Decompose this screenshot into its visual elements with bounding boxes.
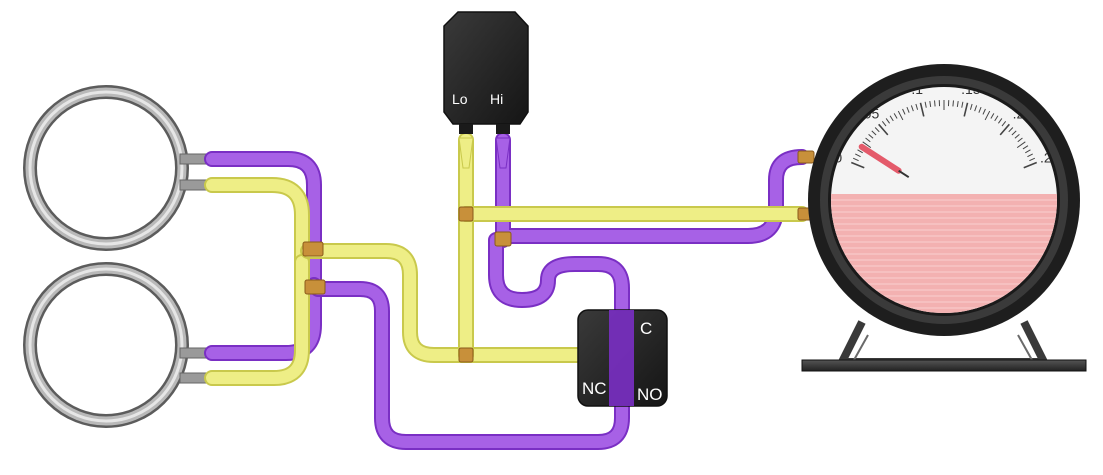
purple-tube	[490, 234, 628, 318]
tee-fitting-icon	[494, 231, 512, 247]
tee-fitting-icon	[302, 241, 324, 257]
tee-fitting-icon	[458, 206, 474, 222]
needle-tip	[858, 143, 902, 174]
tee-fitting-icon	[304, 279, 326, 295]
fittings	[302, 150, 815, 363]
dial-tick	[1008, 127, 1014, 133]
tubing	[204, 132, 810, 450]
port-label-high: Hi	[490, 91, 503, 107]
needle-stem	[898, 169, 910, 179]
port-label-low: Lo	[452, 91, 468, 107]
dial-tick	[984, 110, 991, 121]
dial-tick	[974, 105, 978, 112]
differential-pressure-gauge: 0.05.1.15.2.25	[801, 64, 1087, 372]
dial-tick	[997, 118, 1003, 124]
dial-tick	[902, 108, 906, 115]
dial-tick	[919, 102, 925, 117]
port-label-nc: NC	[582, 379, 607, 398]
dial-tick	[906, 106, 910, 113]
tee-fitting-icon	[797, 150, 815, 164]
dial-tick	[1027, 153, 1033, 158]
dial-tick	[874, 127, 880, 133]
dial-tick	[871, 130, 877, 136]
dial-tick	[915, 103, 919, 110]
dial-tick	[924, 101, 927, 108]
yellow-tube	[206, 179, 308, 268]
dial-tick	[978, 106, 982, 113]
fluid-texture	[831, 199, 1057, 309]
dial-tick	[878, 123, 889, 136]
purple-tube	[206, 153, 320, 291]
dial-tick	[1011, 130, 1017, 136]
dial-tick	[889, 115, 894, 122]
flow-ring-bottom	[23, 262, 217, 428]
tee-fitting-icon	[458, 347, 474, 363]
dial-tick	[990, 113, 995, 119]
dial-tick	[994, 115, 999, 122]
gauge-needle	[858, 143, 910, 179]
port-label-no: NO	[637, 385, 663, 404]
yellow-tube	[206, 256, 308, 384]
purple-tube	[312, 283, 628, 448]
dial-tick	[852, 157, 859, 162]
dial-tick	[1029, 157, 1036, 162]
dial-tick	[999, 123, 1010, 136]
dial-tick	[857, 149, 863, 154]
dial-tick	[897, 110, 904, 121]
port-label-common: C	[640, 319, 652, 338]
transmitter-body	[443, 11, 529, 125]
dial-tick	[1001, 120, 1007, 127]
dial-tick	[893, 113, 898, 119]
dial-tick	[952, 100, 954, 107]
dial-tick	[855, 153, 861, 158]
valve-channel	[609, 310, 634, 406]
dial-tick	[910, 105, 914, 112]
dial-tick	[956, 100, 959, 108]
dial-tick	[862, 141, 872, 149]
dial-tick	[961, 101, 964, 108]
yellow-tube	[302, 245, 584, 361]
dial-tick	[969, 103, 973, 110]
dial-tick	[1022, 145, 1029, 150]
switching-valve: C NC NO	[577, 309, 668, 407]
pressure-transmitter: Lo Hi	[443, 11, 529, 169]
dial-tick	[934, 100, 936, 107]
dial-tick	[868, 133, 874, 139]
dial-tick	[1017, 137, 1023, 143]
dial-tick	[1014, 133, 1020, 139]
dial-tick	[963, 102, 969, 117]
dial-tick	[1025, 149, 1031, 154]
dial-tick	[885, 118, 891, 124]
dial-scale-label: .15	[961, 81, 981, 97]
dial-tick	[929, 100, 932, 108]
dial-scale-label: .1	[911, 81, 923, 97]
dial-tick	[1016, 141, 1026, 149]
dial-ticks	[850, 100, 1038, 169]
dial-tick	[1023, 161, 1038, 169]
flow-ring-top	[23, 85, 217, 251]
dial-tick	[850, 161, 865, 169]
dial-tick	[865, 137, 871, 143]
dial-tick	[982, 108, 986, 115]
dial-tick	[881, 120, 887, 127]
